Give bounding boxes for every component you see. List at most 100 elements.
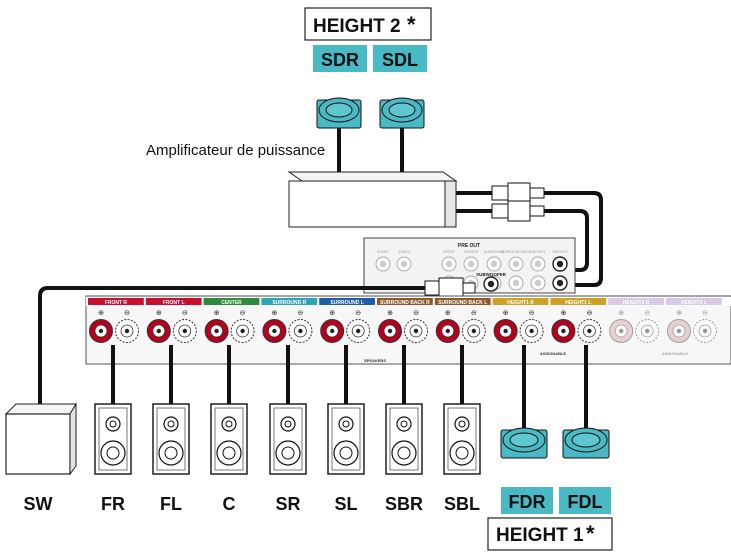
svg-text:CENTER: CENTER — [221, 300, 242, 306]
ceiling-speaker-sdl — [379, 97, 425, 129]
assignable-label-1: ASSIGNABLE — [540, 351, 567, 356]
floor-speaker-fl — [152, 403, 190, 475]
floor-speaker-c — [210, 403, 248, 475]
height2-group: HEIGHT 2 * SDR SDL — [304, 7, 432, 72]
svg-text:⊖: ⊖ — [297, 310, 303, 317]
power-amplifier — [287, 171, 458, 228]
speaker-label-fdr: FDR — [509, 492, 546, 512]
svg-text:SURROUND BACK L: SURROUND BACK L — [438, 300, 487, 306]
preout-jack-height2: HEIGHT2 — [552, 250, 568, 291]
bottom-label-sl: SL — [334, 494, 357, 514]
amp-label: Amplificateur de puissance — [146, 142, 325, 159]
terminal-surround-back-l: SURROUND BACK L ⊕ ⊖ — [434, 298, 491, 343]
svg-text:HEIGHT2 L: HEIGHT2 L — [681, 300, 707, 306]
assignable-label-2: ASSIGNABLE — [662, 351, 689, 356]
svg-text:HEIGHT2 R: HEIGHT2 R — [623, 300, 650, 306]
rca-cables — [456, 182, 603, 287]
svg-text:⊕: ⊕ — [271, 310, 277, 317]
svg-text:⊕: ⊕ — [98, 310, 104, 317]
subwoofer-rca-plug — [424, 277, 476, 299]
subwoofer-preout-jack — [483, 276, 499, 292]
terminal-height2-r: HEIGHT2 R ⊕ ⊖ — [608, 298, 664, 343]
bottom-label-c: C — [223, 494, 236, 514]
terminal-surround-l: SURROUND L ⊕ ⊖ — [319, 298, 375, 343]
floor-speaker-fr — [94, 403, 132, 475]
speaker-label-sdr: SDR — [321, 50, 359, 70]
bottom-label-sbr: SBR — [385, 494, 423, 514]
svg-text:⊕: ⊕ — [560, 310, 566, 317]
speaker-wires — [111, 345, 588, 430]
svg-text:⊖: ⊖ — [355, 310, 361, 317]
svg-text:HEIGHT1 R: HEIGHT1 R — [507, 300, 534, 306]
preout-jack-surround-back: SURROUND BACK — [501, 250, 532, 291]
height2-title: HEIGHT 2 — [313, 16, 401, 37]
height1-title: HEIGHT 1 — [496, 525, 584, 546]
svg-text:⊕: ⊕ — [676, 310, 682, 317]
terminal-height1-l: HEIGHT1 L ⊕ ⊖ — [550, 298, 607, 343]
svg-text:HEIGHT1 L: HEIGHT1 L — [565, 300, 591, 306]
svg-text:FRONT L: FRONT L — [163, 300, 185, 306]
svg-text:⊕: ⊕ — [214, 310, 220, 317]
terminal-center: CENTER⊕ ⊖ — [203, 298, 260, 343]
terminal-surround-r: SURROUND R ⊕ ⊖ — [261, 298, 318, 343]
terminal-front-l: FRONT L⊕ ⊖ — [145, 298, 202, 343]
terminal-height1-r: HEIGHT1 R ⊕ ⊖ — [492, 298, 549, 343]
preout-jack-zone3: ZONE3 — [396, 250, 412, 272]
svg-text:⊕: ⊕ — [618, 310, 624, 317]
svg-text:FRONT R: FRONT R — [105, 300, 128, 306]
svg-text:FRONT: FRONT — [443, 250, 456, 254]
svg-text:HEIGHT1: HEIGHT1 — [530, 250, 545, 254]
svg-text:⊖: ⊖ — [586, 310, 592, 317]
ceiling-speaker-fdr — [500, 427, 548, 459]
svg-text:⊖: ⊖ — [471, 310, 477, 317]
speaker-label-fdl: FDL — [568, 492, 603, 512]
bottom-label-fr: FR — [101, 494, 125, 514]
svg-text:⊖: ⊖ — [124, 310, 130, 317]
speaker-terminal-strip: FRONT R⊕⊖FRONT L⊕⊖CENTER⊕⊖SURROUND R⊕⊖SU… — [85, 295, 731, 365]
terminal-height2-l: HEIGHT2 L ⊕ ⊖ — [666, 298, 722, 343]
svg-text:CENTER: CENTER — [464, 250, 479, 254]
svg-text:⊖: ⊖ — [240, 310, 246, 317]
svg-text:⊖: ⊖ — [529, 310, 535, 317]
preout-jack-height1: HEIGHT1 — [530, 250, 546, 291]
svg-text:SURROUND R: SURROUND R — [272, 300, 306, 306]
preout-jack-zone2: ZONE2 — [375, 250, 391, 272]
floor-speaker-sbl — [443, 403, 481, 475]
svg-text:⊕: ⊕ — [503, 310, 509, 317]
subwoofer-cable — [38, 286, 425, 406]
preout-label: PRE OUT — [458, 243, 480, 249]
svg-text:SURROUND BACK: SURROUND BACK — [501, 250, 532, 254]
bottom-label-sw: SW — [24, 494, 53, 514]
svg-text:⊖: ⊖ — [644, 310, 650, 317]
bottom-label-sr: SR — [275, 494, 300, 514]
speakers-label: SPEAKERS — [364, 358, 386, 363]
svg-text:⊖: ⊖ — [413, 310, 419, 317]
floor-speaker-sbr — [385, 403, 423, 475]
height1-group: FDR FDL HEIGHT 1 * — [487, 487, 613, 551]
floor-speaker-sl — [327, 403, 365, 475]
svg-text:SURROUND L: SURROUND L — [330, 300, 363, 306]
svg-text:⊖: ⊖ — [182, 310, 188, 317]
svg-text:SURROUND BACK R: SURROUND BACK R — [380, 300, 430, 306]
svg-text:HEIGHT2: HEIGHT2 — [552, 250, 567, 254]
floor-speaker-sr — [269, 403, 307, 475]
svg-text:ZONE3: ZONE3 — [398, 250, 410, 254]
svg-text:⊕: ⊕ — [156, 310, 162, 317]
ceiling-speaker-fdl — [562, 427, 610, 459]
terminal-front-r: FRONT R⊕ ⊖ — [88, 298, 144, 343]
ceiling-speaker-sdr — [316, 97, 362, 129]
bottom-label-fl: FL — [160, 494, 182, 514]
subwoofer — [4, 402, 77, 476]
height2-asterisk: * — [407, 12, 416, 37]
svg-text:ZONE2: ZONE2 — [377, 250, 389, 254]
svg-text:⊖: ⊖ — [702, 310, 708, 317]
svg-text:⊕: ⊕ — [445, 310, 451, 317]
bottom-label-sbl: SBL — [444, 494, 480, 514]
svg-text:⊕: ⊕ — [329, 310, 335, 317]
speaker-label-sdl: SDL — [382, 50, 418, 70]
height1-asterisk: * — [586, 521, 595, 546]
svg-text:SURROUND: SURROUND — [484, 250, 505, 254]
terminal-surround-back-r: SURROUND BACK R ⊕ ⊖ — [377, 298, 433, 343]
svg-text:⊕: ⊕ — [387, 310, 393, 317]
